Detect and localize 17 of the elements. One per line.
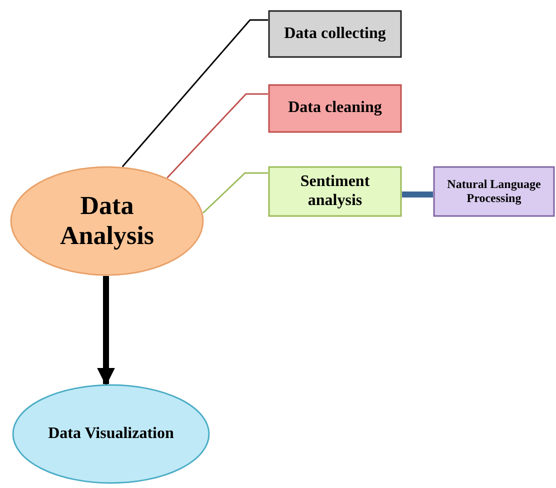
connector-line [202, 172, 268, 214]
process-box [268, 10, 402, 58]
node-label: Data Visualization [48, 424, 174, 444]
node-label: Data Analysis [59, 191, 155, 251]
connector-line [166, 93, 268, 178]
process-box [433, 166, 555, 217]
connector-line [122, 19, 268, 168]
ellipse-node [10, 166, 204, 276]
node-label: Sentiment analysis [299, 173, 371, 210]
ellipse-node [12, 384, 210, 484]
connector-line [402, 192, 433, 198]
process-box [268, 166, 402, 217]
process-box [268, 84, 402, 133]
arrow [97, 276, 115, 386]
node-label: Data cleaning [288, 99, 382, 118]
node-label: Data collecting [284, 24, 386, 44]
node-label: Natural Language Processing [446, 178, 542, 206]
